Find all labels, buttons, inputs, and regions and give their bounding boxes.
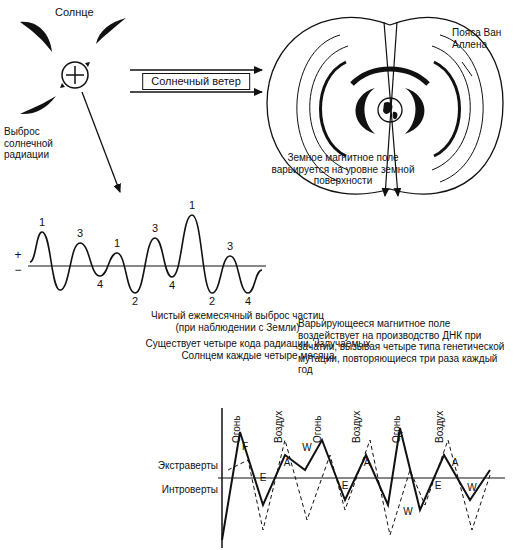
magnetosphere-node: Пояса Ван АлленаЗемное магнитное поле ва…	[262, 3, 508, 205]
element-letter: W	[302, 442, 311, 454]
belt-band	[321, 62, 347, 156]
dashed-zigzag	[228, 440, 490, 535]
solid-zigzag	[222, 428, 490, 540]
belt-line	[440, 35, 483, 182]
inner-belt	[405, 88, 425, 134]
element-letter: A	[452, 457, 459, 469]
particle-wave	[30, 215, 262, 293]
callout-number: 1	[114, 237, 120, 250]
axis-line	[28, 266, 266, 267]
solar-flare	[96, 18, 126, 44]
axis-label: Экстраверты	[158, 460, 218, 472]
callout-number: 1	[189, 199, 195, 212]
callout-number: 3	[77, 227, 83, 240]
belt-band	[434, 62, 460, 156]
callout-number: 2	[209, 295, 215, 308]
element-letter: W	[467, 482, 476, 494]
callout-number: 4	[245, 295, 251, 308]
node-shape	[15, 8, 130, 120]
rotation-mark	[60, 62, 90, 88]
element-letter: E	[342, 480, 349, 492]
axis-label: Интроверты	[162, 484, 218, 496]
callout-number: 1	[39, 216, 45, 229]
element-letter: A	[284, 457, 291, 469]
sun-disc	[62, 62, 88, 88]
solar-flare	[20, 22, 52, 52]
solar-flare	[20, 96, 56, 114]
belt-line	[310, 46, 348, 170]
element-label: Воздух	[351, 411, 363, 443]
callout-number: 2	[132, 295, 138, 308]
magnetosphere-outline	[267, 17, 503, 194]
edge-label: Солнечный ветер	[142, 73, 250, 90]
annotation-text: Выброс солнечной радиации	[4, 126, 66, 161]
wind-arrow	[130, 91, 262, 92]
element-label: Огонь	[312, 416, 324, 444]
axis-sign: +	[14, 249, 21, 263]
element-letter: A	[364, 457, 371, 469]
annotation-text: Варьирующееся магнитное поле воздействуе…	[298, 318, 510, 376]
element-label: Огонь	[231, 416, 243, 444]
sun-cross	[66, 66, 84, 84]
callout-number: 3	[152, 222, 158, 235]
element-label: Воздух	[273, 411, 285, 443]
element-letter: F	[242, 441, 248, 453]
element-letter: E	[260, 472, 267, 484]
belt-band	[352, 69, 428, 84]
leader-line	[462, 62, 472, 76]
element-letter: F	[397, 431, 403, 443]
sun-node: Солнце	[15, 8, 130, 120]
radiation-arrow	[82, 92, 120, 192]
callout-text: Пояса Ван Аллена	[452, 27, 502, 50]
belt-line	[432, 46, 470, 170]
wind-arrow	[130, 69, 262, 70]
earth-continent	[393, 112, 398, 119]
callout-number: 4	[97, 278, 103, 291]
element-label: Воздух	[434, 411, 446, 443]
axis-sign: −	[14, 264, 21, 278]
callout-number: 3	[227, 240, 233, 253]
callout-number: 4	[169, 279, 175, 292]
annotation-text: Земное магнитное поле варьируется на уро…	[268, 152, 418, 187]
node-title: Солнце	[55, 6, 94, 19]
inner-belt	[355, 88, 375, 134]
element-letter: E	[435, 480, 442, 492]
element-letter: W	[403, 506, 412, 518]
